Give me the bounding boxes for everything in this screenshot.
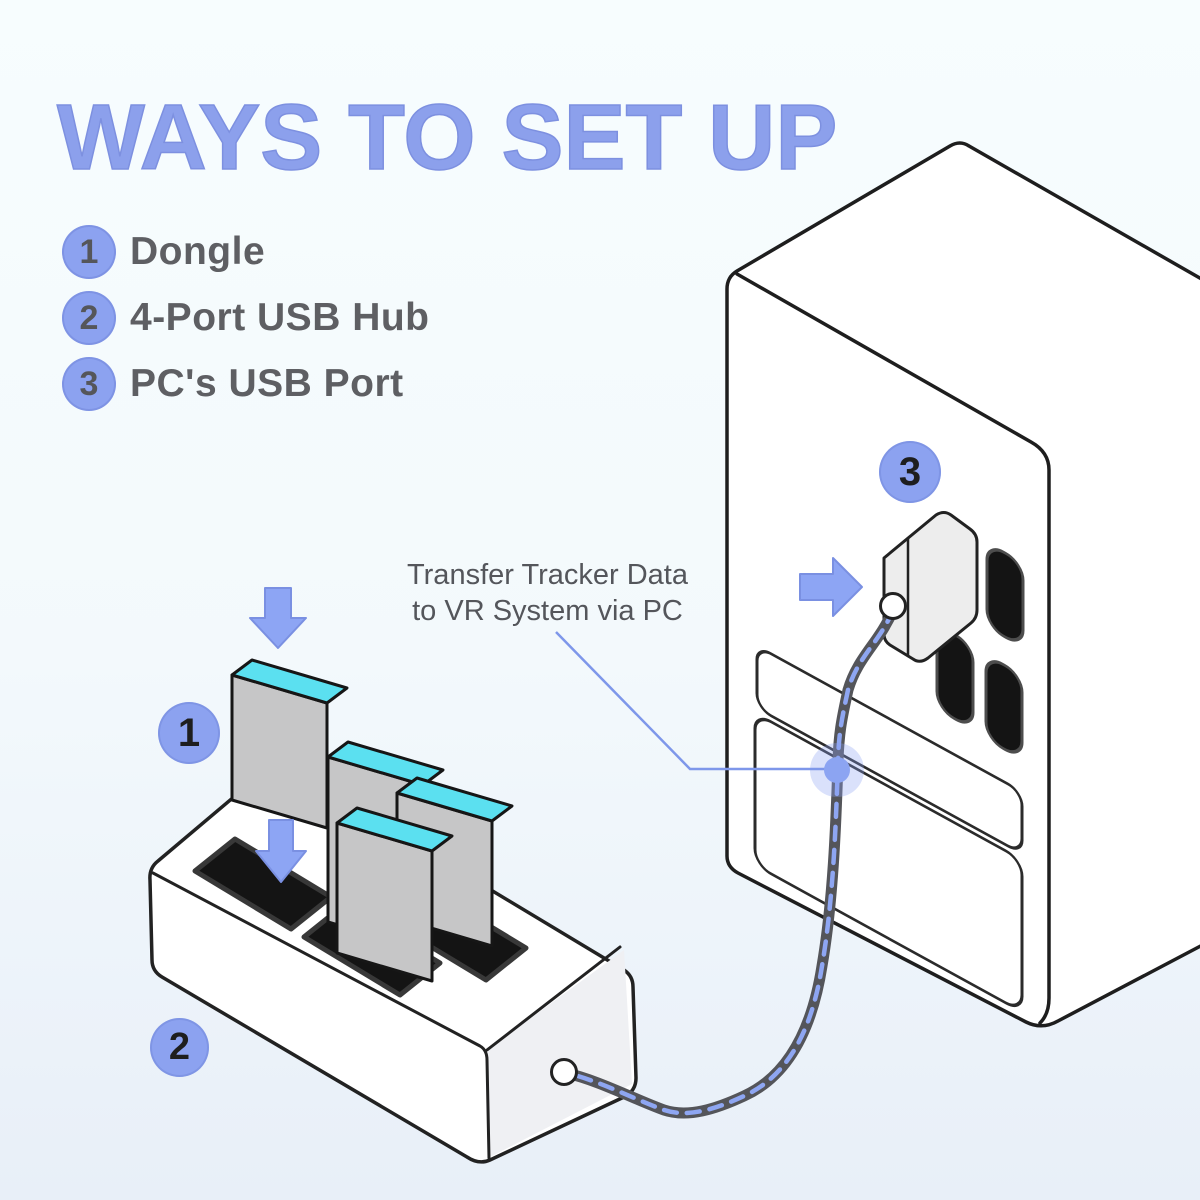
legend-label: PC's USB Port [130, 362, 404, 405]
diagram-badge-dongle: 1 [158, 702, 220, 764]
plug-cable-port [879, 592, 907, 620]
usb-hub [148, 740, 638, 1164]
legend-item-usb-hub: 2 4-Port USB Hub [62, 291, 430, 345]
cable-highlight-dot [824, 757, 850, 783]
legend-label: 4-Port USB Hub [130, 296, 430, 339]
annotation: Transfer Tracker Data to VR System via P… [395, 557, 700, 629]
hub-cable-port [550, 1058, 578, 1086]
legend: 1 Dongle 2 4-Port USB Hub 3 PC's USB Por… [62, 225, 430, 423]
diagram-badge-pc-usb-port: 3 [879, 441, 941, 503]
legend-badge-1: 1 [62, 225, 116, 279]
usb-hub-top-edge [151, 871, 491, 1160]
legend-item-pc-usb-port: 3 PC's USB Port [62, 357, 430, 411]
page-title: WAYS TO SET UP [56, 85, 838, 189]
pc-tower-front-edge [735, 272, 1051, 1025]
down-arrow-icon [255, 819, 307, 883]
pc-panel-upper [755, 650, 1024, 850]
legend-item-dongle: 1 Dongle [62, 225, 430, 279]
dongle-plugged-front [335, 806, 454, 983]
legend-badge-3: 3 [62, 357, 116, 411]
usb-port-opening [984, 660, 1024, 754]
dongle-floating [230, 658, 349, 830]
down-arrow-icon [249, 587, 307, 649]
pc-tower [725, 141, 1200, 1028]
usb-plug [882, 511, 979, 663]
usb-hub-right-edge [485, 945, 622, 1052]
annotation-line-2: to VR System via PC [412, 595, 683, 627]
legend-label: Dongle [130, 230, 266, 273]
annotation-line-1: Transfer Tracker Data [407, 559, 688, 591]
right-arrow-icon [799, 557, 863, 617]
legend-badge-2: 2 [62, 291, 116, 345]
pc-panel-lower [753, 717, 1024, 1008]
usb-port-opening [985, 548, 1025, 642]
annotation-leader-line [555, 631, 836, 771]
usb-cable [560, 604, 899, 1119]
usb-hub-side-shade [487, 950, 632, 1157]
diagram-badge-usb-hub: 2 [150, 1018, 209, 1077]
